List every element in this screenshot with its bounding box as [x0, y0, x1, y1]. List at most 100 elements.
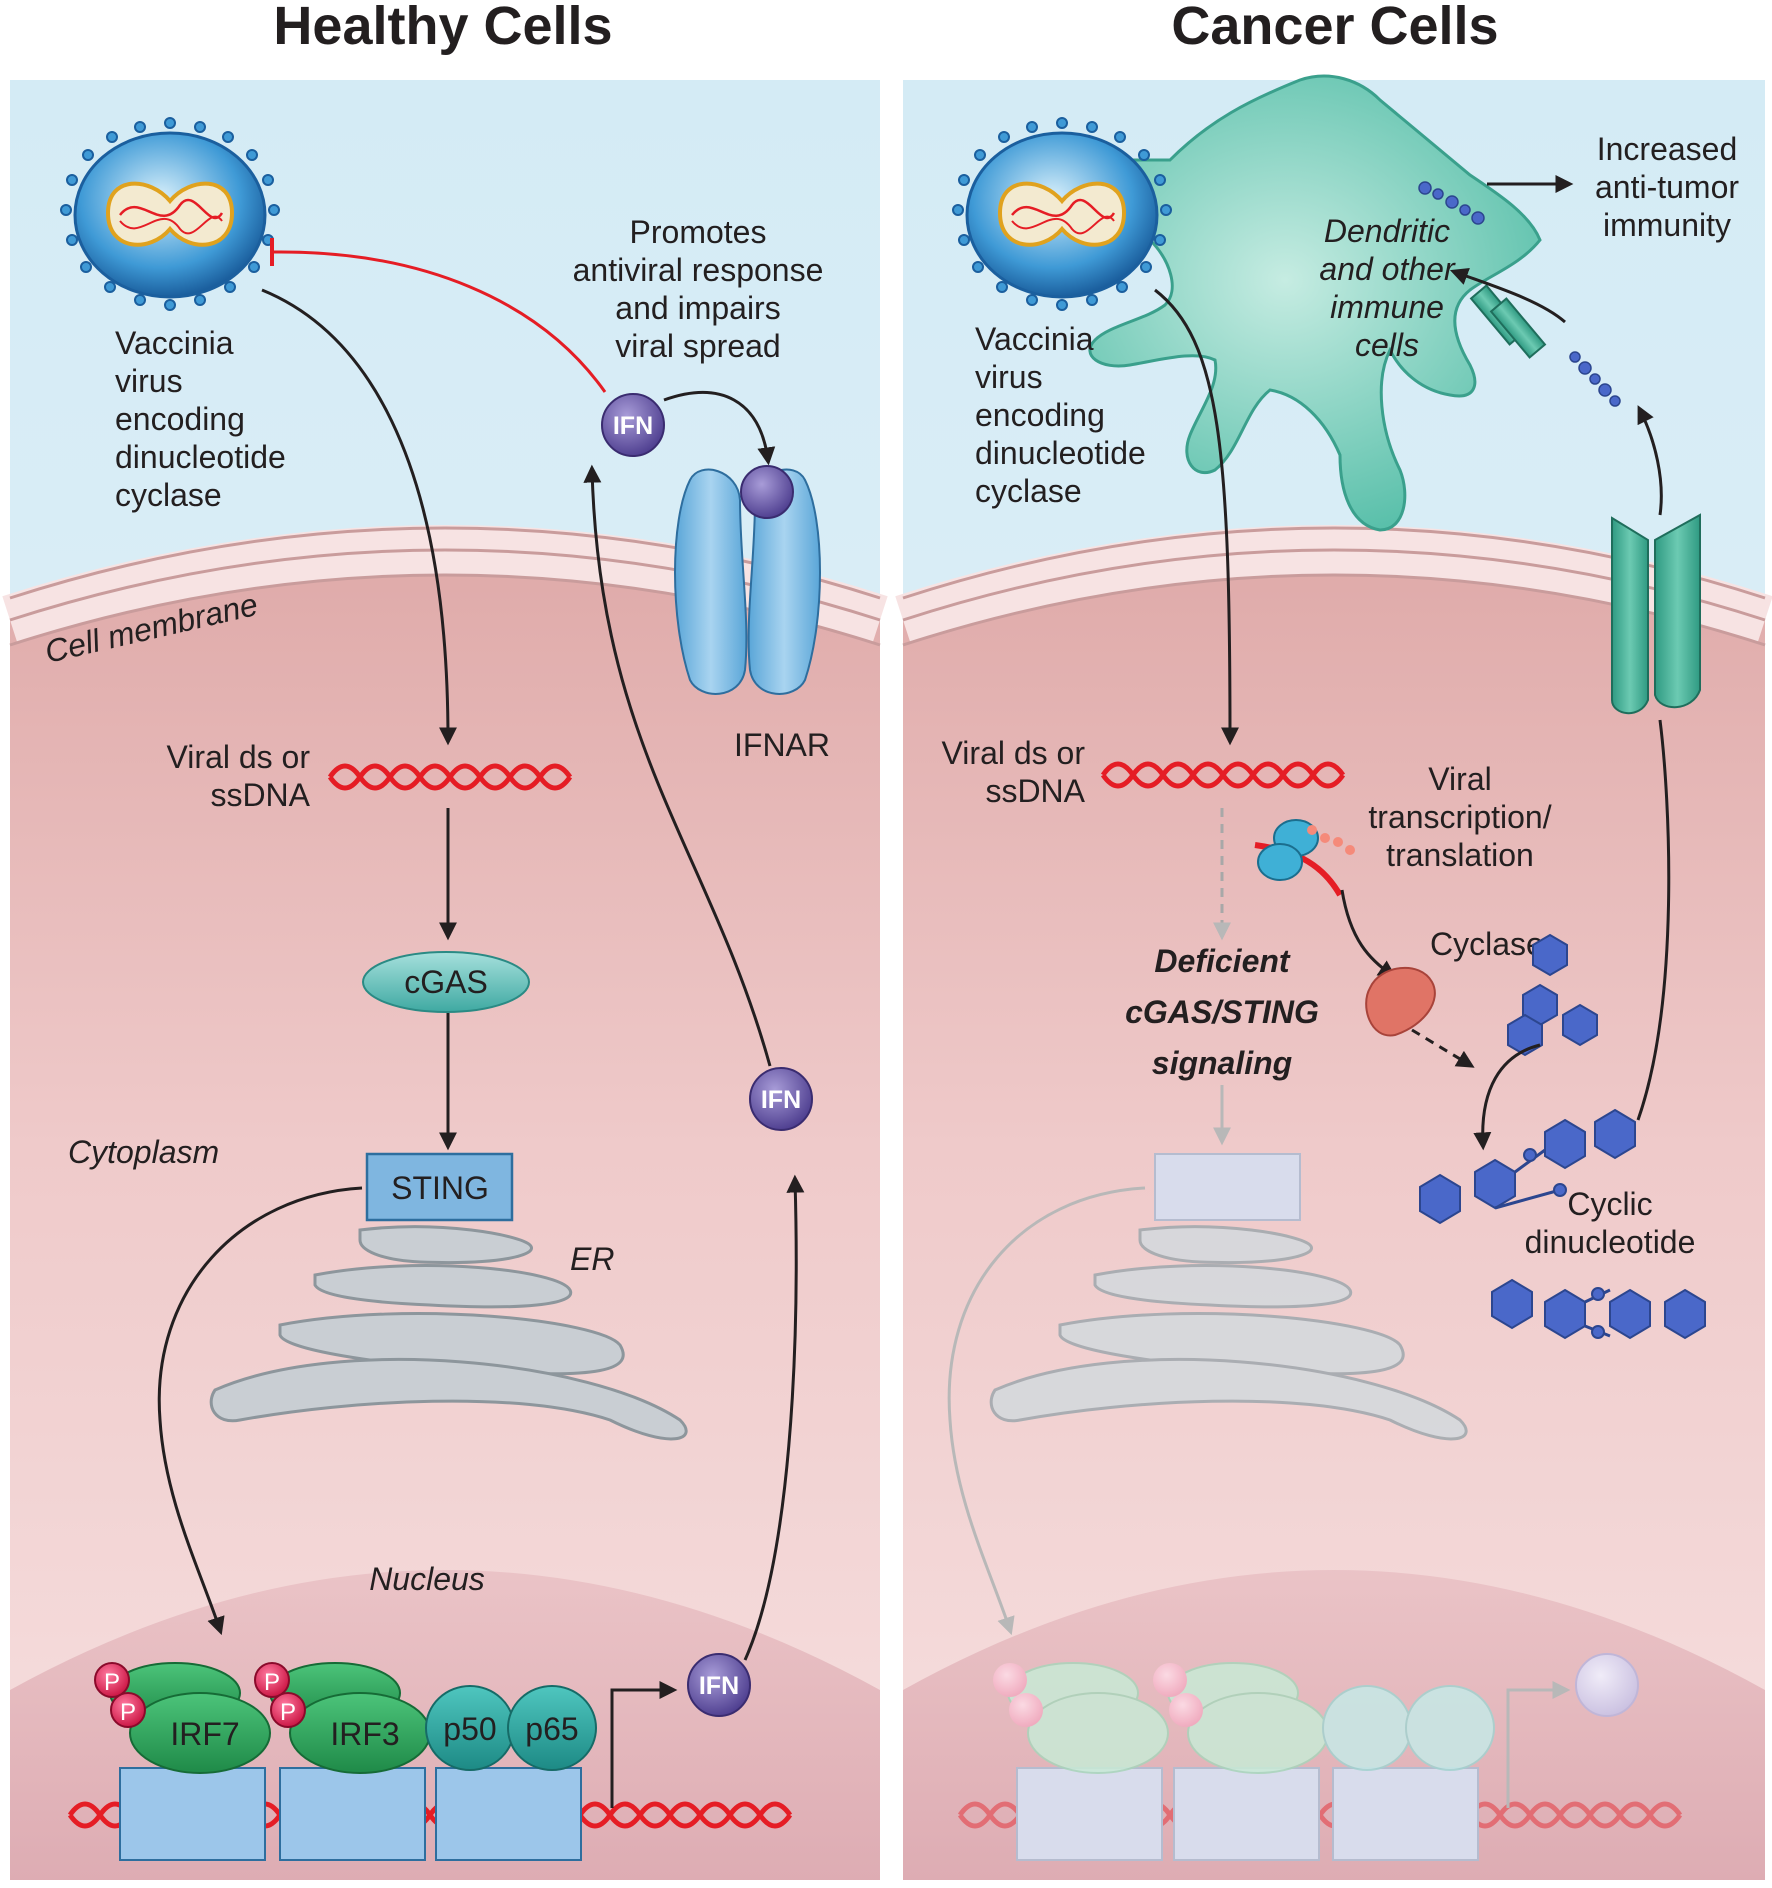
- dc-transporter-icon: [1469, 284, 1547, 359]
- svg-text:transcription/: transcription/: [1368, 799, 1551, 835]
- cdn-exporter-icon: [1611, 513, 1701, 715]
- svg-text:viral spread: viral spread: [615, 328, 780, 364]
- dendritic-label: Dendritic and other immune cells: [1319, 213, 1456, 363]
- svg-text:dinucleotide: dinucleotide: [1525, 1224, 1696, 1260]
- svg-text:immunity: immunity: [1603, 207, 1731, 243]
- svg-text:dinucleotide: dinucleotide: [975, 435, 1146, 471]
- cyclase-icon: [1365, 966, 1436, 1037]
- promoter-faded-1: [1016, 1767, 1163, 1861]
- faded-transcription-arrow: [1506, 1681, 1571, 1808]
- svg-text:ssDNA: ssDNA: [210, 777, 310, 813]
- svg-text:and other: and other: [1319, 251, 1456, 287]
- sting-to-irf-arrow: [157, 1186, 363, 1636]
- svg-text:P: P: [264, 1669, 280, 1696]
- svg-text:antiviral response: antiviral response: [573, 252, 824, 288]
- inhibition-arrow: [271, 250, 607, 393]
- promoter-box-2: [279, 1767, 426, 1861]
- ifn-ball-top: IFN: [601, 393, 665, 457]
- deficient-label: Deficient cGAS/STING signaling: [1125, 943, 1319, 1081]
- svg-text:Viral ds or: Viral ds or: [167, 739, 311, 775]
- ifnar-receptor-icon: [674, 465, 821, 695]
- faded-sting-to-irf-arrow: [947, 1186, 1146, 1636]
- svg-text:Deficient: Deficient: [1154, 943, 1290, 979]
- svg-text:IFN: IFN: [613, 412, 653, 440]
- er-icon: [209, 1225, 688, 1441]
- transcription-arrow: [610, 1681, 678, 1808]
- ifn-to-ifnar-arrow: [663, 391, 776, 466]
- viral-dna-label: Viral ds or ssDNA: [167, 739, 311, 813]
- svg-text:virus: virus: [115, 363, 183, 399]
- svg-text:Cyclic: Cyclic: [1567, 1186, 1652, 1222]
- dc-uptake-arrow: [1449, 267, 1566, 324]
- sting-faded: [1154, 1153, 1301, 1221]
- virus-label: Vaccinia virus encoding dinucleotide cyc…: [115, 325, 286, 513]
- svg-text:virus: virus: [975, 359, 1043, 395]
- promoter-box-1: [119, 1767, 266, 1861]
- cyclic-dinucleotide-label: Cyclic dinucleotide: [1525, 1186, 1696, 1260]
- svg-text:IFN: IFN: [761, 1086, 801, 1114]
- svg-text:and impairs: and impairs: [615, 290, 780, 326]
- cdn-export-arrow-lower: [1636, 719, 1671, 1121]
- er-label: ER: [570, 1241, 614, 1277]
- svg-text:anti-tumor: anti-tumor: [1595, 169, 1739, 205]
- ifn-ball-faded: [1575, 1653, 1639, 1717]
- viral-dna-icon-cancer: [1100, 761, 1346, 789]
- svg-text:IFN: IFN: [699, 1672, 739, 1700]
- title-healthy-cells: Healthy Cells: [273, 0, 612, 56]
- svg-text:P: P: [280, 1699, 296, 1726]
- p65-icon: p65: [507, 1685, 597, 1771]
- virus-to-dna-arrow: [261, 288, 457, 746]
- er-icon-faded: [989, 1225, 1468, 1441]
- cyclic-dinucleotide-icon-1: [1419, 1108, 1636, 1225]
- cytoplasm-label: Cytoplasm: [68, 1134, 219, 1170]
- svg-text:encoding: encoding: [975, 397, 1105, 433]
- sting-icon: STING: [365, 1152, 514, 1222]
- ribosome-icon: [1254, 819, 1355, 897]
- cdn-small-mid: [1569, 351, 1621, 407]
- vaccinia-virus-icon-cancer: [952, 117, 1172, 311]
- transcription-factors-faded: [993, 1662, 1495, 1774]
- vaccinia-virus-icon: [60, 117, 280, 311]
- svg-text:P: P: [104, 1669, 120, 1696]
- cyclase-dashed-arrow: [1411, 1028, 1475, 1068]
- svg-text:cells: cells: [1355, 327, 1419, 363]
- svg-text:Increased: Increased: [1597, 131, 1738, 167]
- svg-text:Dendritic: Dendritic: [1324, 213, 1450, 249]
- ifn-export-arrow: [583, 464, 772, 1067]
- svg-text:ssDNA: ssDNA: [985, 773, 1085, 809]
- ifn-ball-middle: IFN: [749, 1067, 813, 1131]
- cgas-label: cGAS: [404, 964, 488, 1000]
- svg-text:Viral ds or: Viral ds or: [942, 735, 1086, 771]
- p50-label: p50: [443, 1711, 496, 1747]
- svg-text:translation: translation: [1386, 837, 1534, 873]
- svg-text:signaling: signaling: [1152, 1045, 1292, 1081]
- increased-immunity-label: Increased anti-tumor immunity: [1595, 131, 1739, 243]
- cyclase-label: Cyclase: [1430, 926, 1544, 962]
- virus-to-dna-arrow-cancer: [1154, 288, 1239, 746]
- viral-tx-label: Viral transcription/ translation: [1368, 761, 1551, 873]
- svg-text:Promotes: Promotes: [630, 214, 767, 250]
- promotes-label: Promotes antiviral response and impairs …: [573, 214, 824, 364]
- viral-dna-icon: [327, 763, 573, 791]
- viral-dna-label-cancer: Viral ds or ssDNA: [942, 735, 1086, 809]
- svg-text:Vaccinia: Vaccinia: [975, 321, 1094, 357]
- nucleotides-icon: [1507, 933, 1598, 1057]
- p65-label: p65: [525, 1711, 578, 1747]
- svg-text:dinucleotide: dinucleotide: [115, 439, 286, 475]
- irf7-label: IRF7: [170, 1716, 239, 1752]
- svg-text:P: P: [120, 1699, 136, 1726]
- title-cancer-cells: Cancer Cells: [1171, 0, 1498, 56]
- promoter-faded-2: [1173, 1767, 1320, 1861]
- cyclic-dinucleotide-icon-2: [1491, 1278, 1706, 1340]
- svg-text:Vaccinia: Vaccinia: [115, 325, 234, 361]
- svg-text:cGAS/STING: cGAS/STING: [1125, 994, 1319, 1030]
- cdn-export-arrow-upper: [1637, 405, 1663, 516]
- promoter-box-3: [435, 1767, 582, 1861]
- svg-text:Viral: Viral: [1428, 761, 1491, 797]
- cgas-icon: cGAS: [362, 951, 530, 1013]
- ifn-ball-bottom: IFN: [687, 1653, 751, 1717]
- ifn-secretion-arrow: [743, 1174, 805, 1661]
- dendritic-cell-icon: [1027, 74, 1542, 532]
- translation-to-cyclase-arrow: [1340, 889, 1397, 979]
